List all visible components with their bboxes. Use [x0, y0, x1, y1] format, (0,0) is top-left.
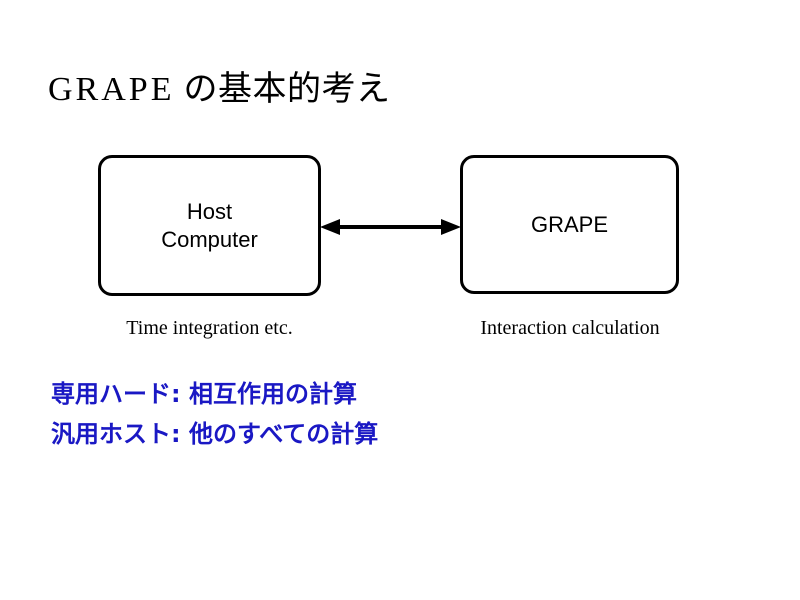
- note-line-2: 汎用ホスト: 他のすべての計算: [51, 420, 379, 448]
- note-line-1: 専用ハード: 相互作用の計算: [51, 380, 357, 408]
- node-label-line: Computer: [161, 226, 258, 252]
- diagram-node-grape[interactable]: GRAPE: [460, 155, 679, 294]
- page-title-jp: の基本的考え: [174, 71, 391, 108]
- node-caption-grape: Interaction calculation: [480, 317, 660, 339]
- node-label-host-computer: Host Computer: [161, 198, 258, 254]
- double-arrow-icon: [320, 219, 461, 235]
- node-label-line: Host: [186, 198, 233, 224]
- notes-block: 専用ハード: 相互作用の計算 汎用ホスト: 他のすべての計算: [51, 374, 378, 454]
- page-title: GRAPE の基本的考え: [48, 70, 390, 110]
- node-label-grape: GRAPE: [531, 211, 608, 239]
- node-caption-host-computer: Time integration etc.: [126, 317, 293, 339]
- page-title-latin: GRAPE: [48, 71, 175, 108]
- node-label-line: GRAPE: [530, 211, 609, 237]
- diagram-node-host-computer[interactable]: Host Computer: [98, 155, 321, 296]
